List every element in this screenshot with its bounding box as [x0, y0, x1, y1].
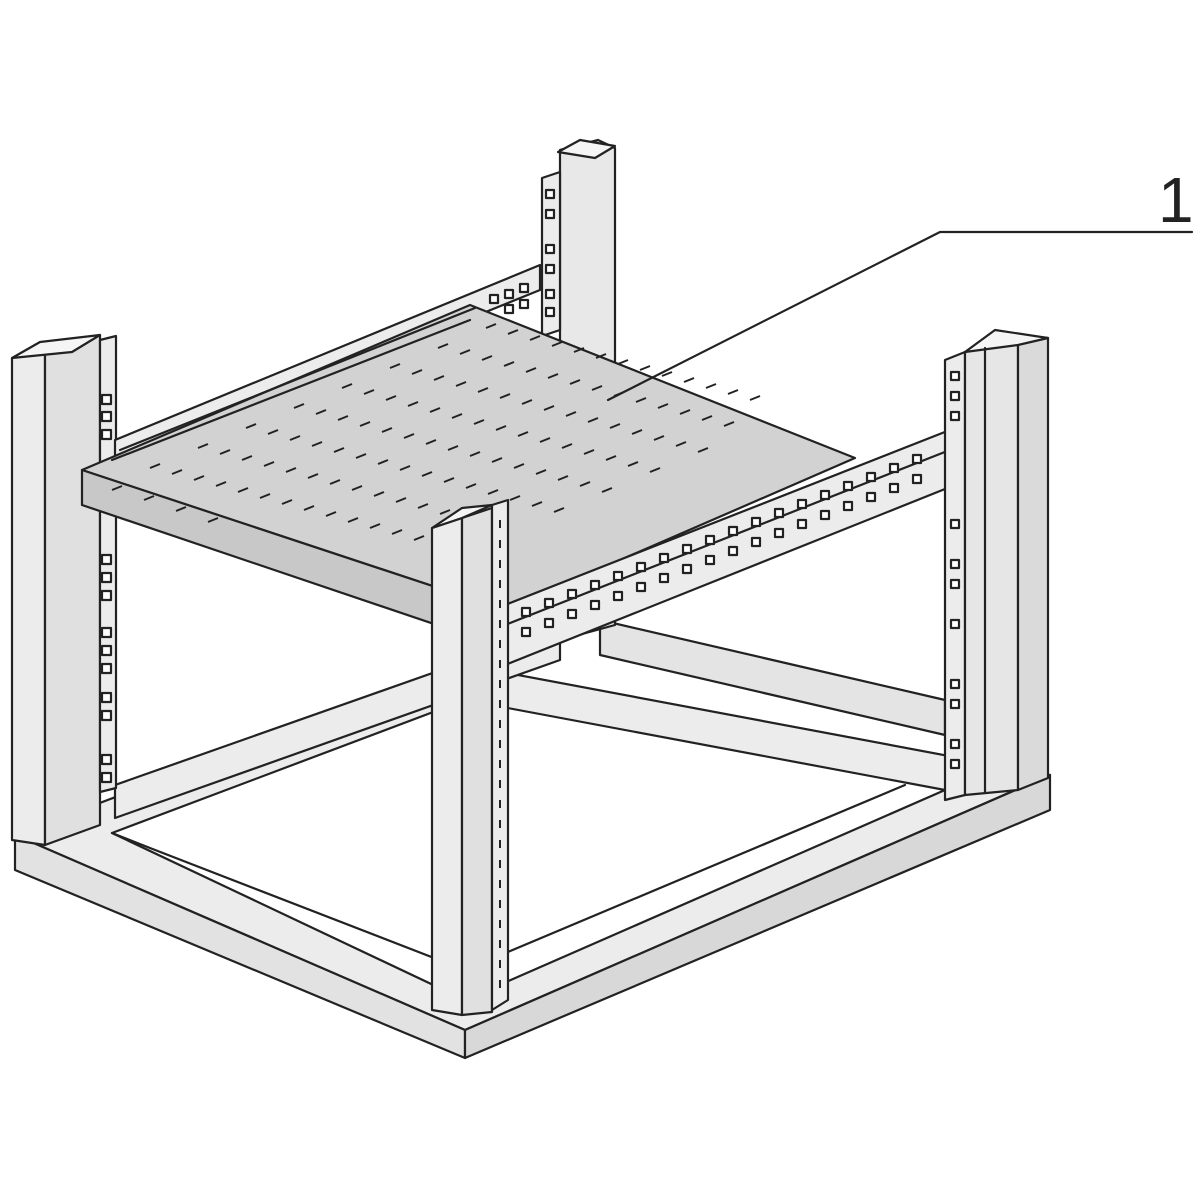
shelf-vent-slots [149, 323, 761, 541]
callout-leader-line [606, 230, 1194, 402]
left-post-front [10, 343, 47, 847]
right-side-rail-edge [503, 446, 957, 627]
rear-left-post-cap [556, 138, 617, 160]
base-rim-line-left [110, 831, 467, 972]
left-post [10, 333, 118, 847]
shelf-lip-slots [111, 485, 219, 523]
shelf-rear-lip [110, 318, 472, 462]
left-post-side [43, 333, 102, 847]
rear-left-rail-holes [544, 188, 556, 318]
left-post-cap [10, 333, 102, 360]
right-post-cap [963, 328, 1050, 354]
right-post-holes [949, 370, 961, 770]
right-post-side [1016, 333, 1050, 792]
base-rim-line-right [463, 783, 907, 972]
callout-1: 1 [606, 164, 1194, 402]
shelf [80, 303, 857, 650]
rear-upper-rail-holes [488, 282, 530, 315]
base-right-face [463, 773, 1052, 1060]
callout-label: 1 [1158, 164, 1194, 236]
front-post-front [430, 516, 464, 1017]
front-post-mounting-rail [490, 498, 510, 1012]
left-rail-holes [100, 393, 113, 784]
shelf-rear-lip-2 [118, 306, 477, 452]
front-post [430, 498, 510, 1017]
front-post-side [460, 506, 494, 1017]
right-side-rail-holes [520, 453, 923, 638]
right-post [943, 328, 1050, 802]
right-post-body [963, 333, 1020, 797]
